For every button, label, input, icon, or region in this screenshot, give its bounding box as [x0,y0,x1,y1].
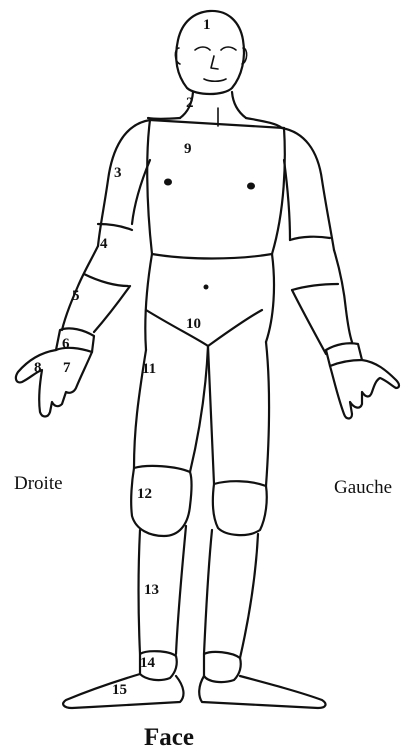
right-forearm-inner [94,286,130,332]
zone-5-label: 5 [72,288,80,304]
left-upper-arm-inner [284,160,290,240]
zone-4-label: 4 [100,236,108,252]
zone-14-label: 14 [140,655,156,671]
right-forearm-outer [62,246,98,330]
left-elbow-band-bottom [292,284,338,290]
zone-1-label: 1 [203,17,211,33]
left-foot [199,676,325,708]
left-shin-outer [240,534,258,658]
view-title: Face [144,724,194,750]
right-nipple [247,183,255,190]
left-forearm-outer [334,250,352,342]
left-hand [330,360,399,419]
left-side-label: Gauche [334,477,392,498]
left-ankle [204,652,241,682]
neck-right [232,92,246,118]
right-elbow-band-top [98,224,132,230]
left-eye [195,47,210,50]
torso-right [272,128,285,254]
right-shin-inner [176,526,186,654]
right-shin-outer [139,530,141,654]
right-elbow-band-bottom [84,274,128,286]
zone-3-label: 3 [114,165,122,181]
zone-13-label: 13 [144,582,159,598]
left-shin-inner [204,530,212,654]
right-side-label: Droite [14,473,63,494]
waist-line [152,254,272,259]
hips-right [266,254,274,342]
left-nipple [164,179,172,186]
zone-15-label: 15 [112,682,127,698]
shoulder-line-left [148,118,180,119]
groin-line [146,310,262,346]
human-figure-outline [16,11,399,708]
torso-left [147,120,152,254]
left-wrist-band [326,343,362,366]
nose [211,56,218,69]
zone-11-label: 11 [142,361,156,377]
left-ear [175,48,180,64]
zone-8-label: 8 [34,360,42,376]
navel [204,285,209,290]
right-thigh-inner [190,346,208,472]
left-elbow-band-top [290,237,330,240]
right-hand [16,350,92,417]
zone-labels: 1 2 3 4 5 6 7 8 9 10 11 12 13 14 15 [34,17,211,698]
zone-9-label: 9 [184,141,192,157]
right-eye [221,47,236,50]
hips-left [145,254,152,350]
left-knee [213,481,267,535]
zone-7-label: 7 [63,360,71,376]
zone-12-label: 12 [137,486,152,502]
left-thigh-inner [208,346,214,484]
mouth [204,79,226,81]
zone-10-label: 10 [186,316,201,332]
left-thigh-outer [266,342,269,486]
left-forearm-inner [292,290,326,354]
zone-6-label: 6 [62,336,70,352]
zone-2-label: 2 [186,95,194,111]
